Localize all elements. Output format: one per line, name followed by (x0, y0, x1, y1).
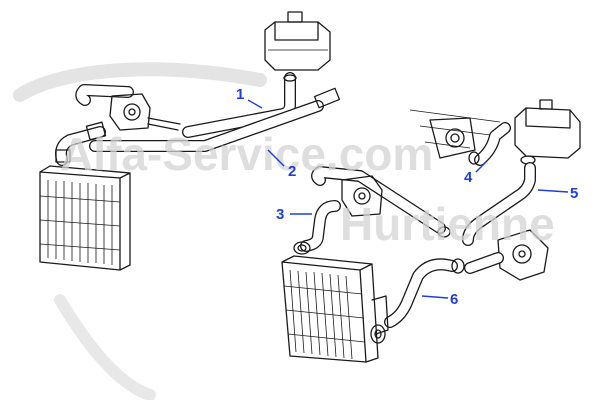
expansion-tank-left (264, 11, 331, 71)
watermark-line1: Alfa-Service.com (60, 128, 433, 180)
callout-line-1 (247, 99, 263, 109)
callout-5: 5 (570, 185, 578, 202)
hose-5 (462, 162, 536, 246)
engine-block (409, 109, 501, 159)
callout-1: 1 (236, 86, 244, 103)
callout-4: 4 (464, 169, 473, 186)
callouts: 1 2 3 4 5 6 (236, 86, 578, 308)
pipe-right (311, 166, 451, 238)
callout-3: 3 (276, 206, 284, 223)
hose-3 (293, 200, 341, 255)
hose-6 (370, 258, 465, 344)
callout-line-4 (475, 161, 487, 173)
watermark: Alfa-Service.com Hurtienne (60, 128, 555, 250)
water-pump-right (464, 229, 549, 281)
left-assembly (39, 11, 341, 271)
expansion-tank-right (514, 99, 581, 159)
hose-2 (89, 87, 341, 152)
callout-6: 6 (450, 291, 458, 308)
radiator-left (39, 165, 131, 271)
callout-2: 2 (288, 163, 296, 180)
callout-line-2 (267, 149, 285, 167)
watermark-swoosh (13, 62, 267, 400)
watermark-line2: Hurtienne (340, 198, 555, 250)
callout-line-6 (421, 295, 449, 299)
elbow-hose-left (55, 121, 107, 166)
radiator-right (281, 255, 389, 363)
right-assembly (281, 99, 581, 363)
callout-line-5 (537, 189, 569, 193)
hose-4 (468, 122, 536, 166)
thermostat-left (75, 84, 181, 131)
